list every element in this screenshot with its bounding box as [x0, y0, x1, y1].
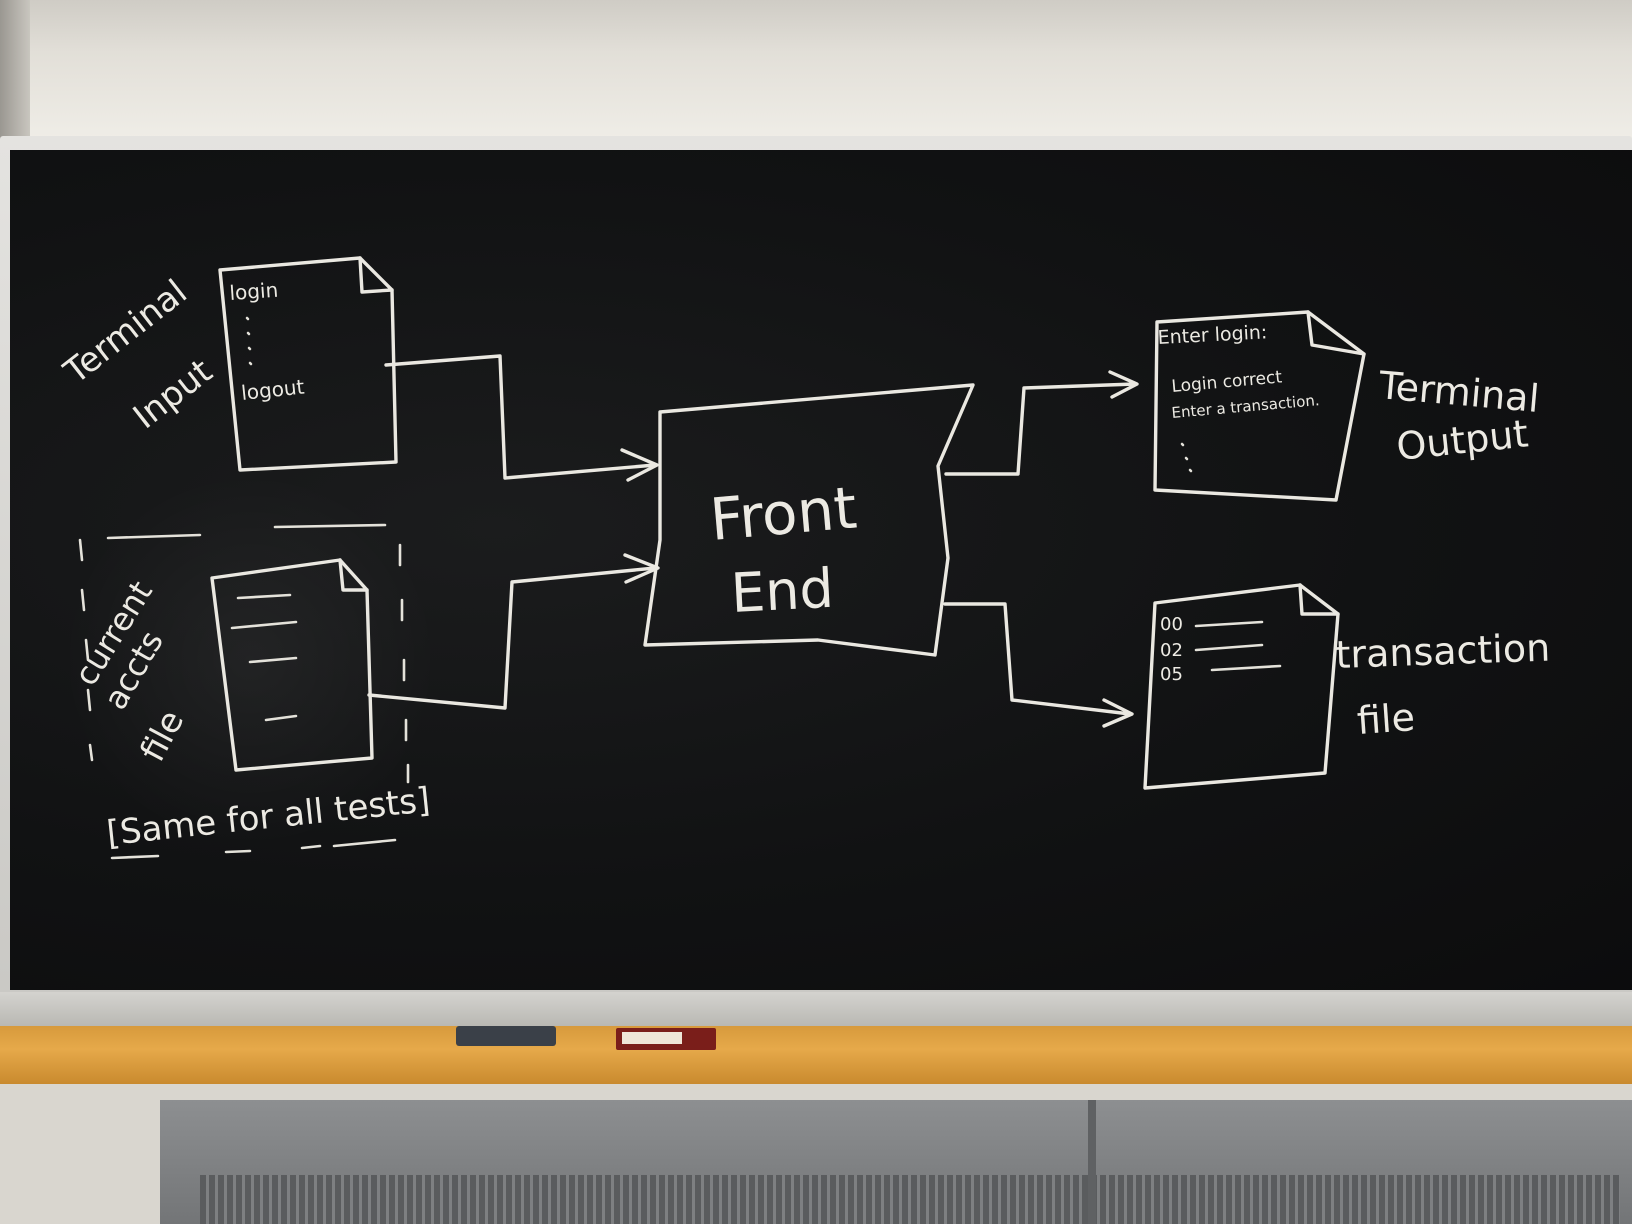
current-accts-label: current accts file: [67, 574, 193, 768]
front-end-line2: End: [729, 557, 835, 625]
arrow-accts-to-frontend: [367, 566, 657, 710]
trans-label-line2: file: [1356, 695, 1417, 743]
current-accts-document: [210, 558, 374, 772]
trans-label-line1: transaction: [1335, 626, 1551, 677]
same-note-underlines: [110, 838, 397, 860]
terminal-input-label: Terminal Input: [56, 272, 220, 437]
chalk-tray-rail: [0, 992, 1632, 1026]
output-doc-line1: Enter login:: [1157, 321, 1268, 349]
terminal-input-document: login logout: [218, 256, 398, 472]
input-doc-line1: login: [229, 278, 279, 305]
transaction-doc-outline: [1143, 583, 1340, 790]
transaction-doc-lines: [1194, 620, 1282, 672]
group-right-dash: [398, 543, 410, 784]
accts-label-line3: file: [133, 704, 193, 768]
accts-group-bracket: [78, 523, 410, 784]
accts-doc-fold: [338, 558, 369, 592]
terminal-input-label-line2: Input: [126, 351, 220, 437]
input-doc-ellipsis: [245, 316, 253, 366]
transaction-file-label: transaction file: [1335, 626, 1551, 743]
transaction-code-1: 00: [1160, 614, 1183, 635]
output-label-line2: Output: [1394, 411, 1530, 469]
chalk-smudge: [60, 470, 440, 850]
arrowhead-input: [620, 448, 659, 482]
same-for-all-tests-note: [Same for all tests]: [105, 780, 432, 860]
arrow-input-to-frontend: [384, 354, 657, 480]
front-end-outline: [643, 383, 975, 657]
transaction-code-2: 02: [1160, 640, 1183, 661]
heater-divider: [1088, 1100, 1096, 1224]
input-doc-outline: [218, 256, 398, 472]
transaction-doc-fold: [1298, 583, 1340, 616]
output-doc-line2: Login correct: [1171, 367, 1283, 397]
input-doc-line2: logout: [240, 374, 306, 404]
eraser-icon: [456, 1026, 556, 1046]
output-doc-line3: Enter a transaction.: [1171, 391, 1321, 422]
arrowhead-accts: [623, 553, 660, 584]
front-end-line1: Front: [707, 473, 859, 554]
accts-doc-outline: [210, 558, 374, 772]
output-doc-ellipsis: [1180, 442, 1193, 473]
arrowhead-output: [1108, 370, 1139, 399]
front-end-box: Front End: [643, 383, 975, 657]
arrow-frontend-to-transaction: [943, 602, 1132, 716]
accts-doc-lines: [230, 593, 298, 722]
transaction-document: 00 02 05: [1143, 583, 1340, 790]
transaction-code-3: 05: [1160, 664, 1183, 685]
heater-grille: [200, 1175, 1620, 1224]
input-doc-fold: [358, 256, 394, 294]
wall: [0, 0, 1632, 150]
arrow-frontend-to-output: [944, 382, 1137, 476]
output-doc-fold: [1306, 310, 1366, 356]
terminal-output-document: Enter login: Login correct Enter a trans…: [1153, 310, 1366, 502]
chalk-box-icon: [616, 1028, 716, 1050]
group-top-dash: [106, 523, 387, 540]
output-doc-outline: [1153, 310, 1366, 502]
wall-edge: [0, 0, 30, 150]
arrowhead-transaction: [1102, 698, 1134, 728]
group-left-dash: [78, 538, 94, 762]
wooden-ledge: [0, 1026, 1632, 1084]
same-note-text: [Same for all tests]: [105, 780, 432, 854]
terminal-output-label: Terminal Output: [1376, 363, 1541, 469]
